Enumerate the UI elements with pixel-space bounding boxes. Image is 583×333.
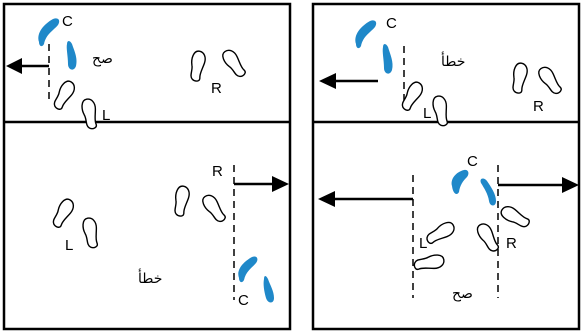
center-foot-blue-left	[238, 256, 258, 283]
arrow-left-icon	[6, 58, 22, 74]
label-r: R	[533, 98, 544, 115]
label-l: L	[419, 235, 427, 252]
label-l: L	[423, 105, 431, 122]
center-foot-blue-right	[263, 276, 274, 303]
label-c: C	[467, 153, 478, 170]
right-panel-group: C خطأ L R C L	[311, 2, 581, 331]
verdict-label: صح	[452, 286, 473, 302]
center-foot-blue-right	[66, 41, 77, 70]
verdict-label: خطأ	[138, 268, 162, 287]
verdict-label: صح	[92, 51, 113, 67]
arrow-left-icon	[319, 73, 336, 89]
label-c: C	[62, 13, 73, 30]
panel-top-right: C خطأ L R	[319, 15, 565, 128]
right-panel-frame	[311, 2, 581, 331]
label-r: R	[211, 80, 222, 97]
center-foot-blue-right	[480, 178, 496, 206]
panel-top-left: C صح L R	[6, 13, 249, 131]
center-foot-blue-left	[355, 20, 377, 49]
arrow-right-icon	[272, 176, 289, 192]
label-r: R	[212, 163, 223, 180]
label-r: R	[506, 235, 517, 252]
panel-bottom-right: C L R صح	[318, 153, 579, 302]
label-c: C	[386, 15, 397, 32]
center-foot-blue-left	[451, 169, 469, 194]
arrow-right-icon	[562, 177, 579, 193]
center-foot-blue-right	[382, 44, 393, 74]
arrow-left-icon	[318, 191, 335, 207]
label-l: L	[102, 107, 110, 124]
verdict-label: خطأ	[441, 51, 465, 70]
label-l: L	[65, 237, 73, 254]
panel-bottom-left: L R C خطأ	[49, 163, 289, 309]
center-foot-blue-left	[38, 18, 60, 47]
left-panel-group: C صح L R L R C خطأ	[2, 2, 292, 331]
label-c: C	[238, 292, 249, 309]
